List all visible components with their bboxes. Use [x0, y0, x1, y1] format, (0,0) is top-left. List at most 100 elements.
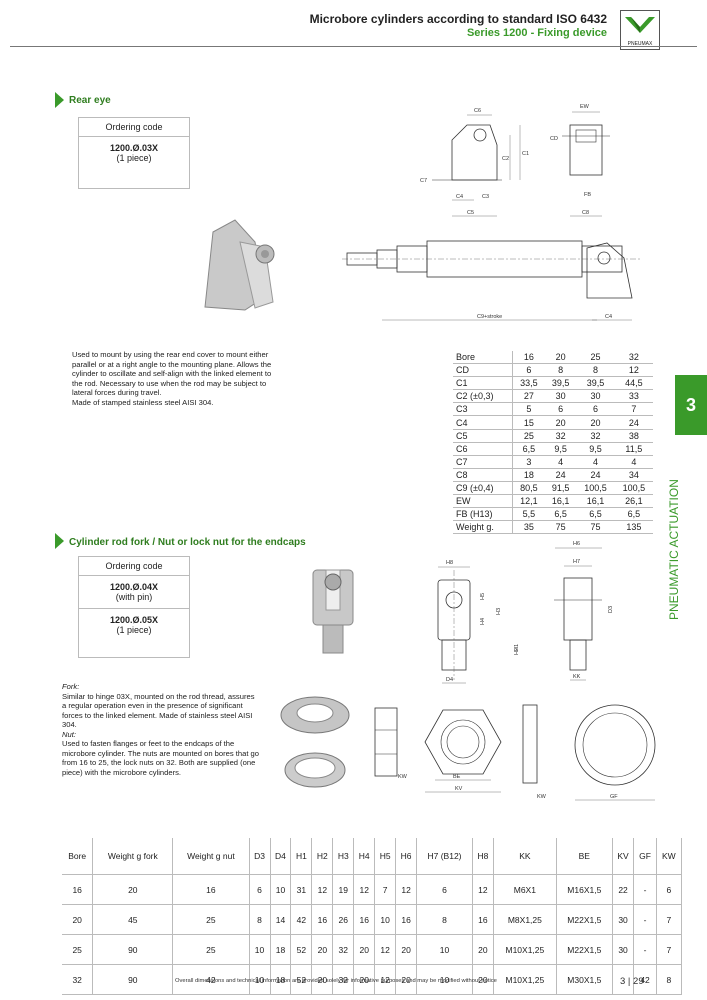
section-arrow-icon — [55, 533, 64, 549]
spec-cell: 20 — [544, 415, 577, 430]
spec-cell: 11,5 — [614, 442, 653, 456]
spec-cell: 6,5 — [544, 507, 577, 522]
dim-c5: C5 — [467, 210, 474, 216]
cylinder-assembly-drawing: C9+stroke C4 — [342, 240, 642, 321]
table-header-cell: H2 — [311, 838, 334, 875]
dim-c6: C6 — [474, 108, 481, 114]
spec-cell: C4 — [453, 415, 514, 430]
spec-cell: 24 — [544, 468, 577, 482]
table-cell: 6 — [249, 874, 271, 905]
spec-cell: 12 — [614, 363, 653, 378]
spec-cell: 4 — [614, 455, 653, 469]
dim-c9: C9+stroke — [477, 314, 502, 320]
table-cell: - — [633, 934, 657, 965]
spec-cell: 75 — [576, 520, 615, 535]
spec-cell: 15 — [512, 415, 545, 430]
spec-cell: 6 — [512, 363, 545, 378]
table-cell: M16X1,5 — [556, 874, 613, 905]
dim-gf: GF — [610, 794, 618, 800]
table-cell: 30 — [612, 934, 635, 965]
table-header-cell: H7 (B12) — [416, 838, 473, 875]
spec-cell: 100,5 — [576, 481, 615, 496]
table-header-cell: H8 — [472, 838, 494, 875]
dim-h2: H2 — [514, 648, 520, 655]
spec-cell: 16,1 — [544, 494, 577, 509]
logo-text: PNEUMAX — [628, 41, 653, 47]
fork-drawing-side: H6 H7 D3 KK — [554, 541, 614, 681]
spec-cell: 9,5 — [544, 442, 577, 456]
table-header-cell: Bore — [62, 838, 94, 875]
table-cell: 42 — [290, 904, 313, 935]
spec-cell: 44,5 — [614, 376, 653, 391]
dim-kk: KK — [573, 674, 581, 680]
dim-c7: C7 — [420, 178, 427, 184]
table-cell: 42 — [633, 964, 657, 995]
spec-cell: 100,5 — [614, 481, 653, 496]
dim-c3: C3 — [482, 194, 489, 200]
spec-cell: 25 — [512, 429, 545, 443]
table-cell: 10 — [416, 934, 473, 965]
dim-h5: H5 — [480, 593, 486, 600]
table-header-cell: Weight g nut — [172, 838, 250, 875]
dim-h4: H4 — [480, 618, 486, 625]
table-cell: 52 — [290, 934, 313, 965]
table-cell: 16 — [311, 904, 334, 935]
table-header-cell: H4 — [353, 838, 376, 875]
table-cell: 25 — [172, 934, 250, 965]
spec-cell: FB (H13) — [453, 507, 514, 522]
table-cell: 20 — [472, 934, 494, 965]
table-cell: 20 — [353, 934, 376, 965]
table-cell: 19 — [332, 874, 355, 905]
spec-cell: 12,1 — [512, 494, 545, 509]
table-cell: 20 — [395, 964, 418, 995]
spec-cell: 5 — [512, 402, 545, 417]
spec-cell: 3 — [512, 455, 545, 469]
fork-drawing-front: H8 D4 H3 H5 H4 H1 H2 — [437, 560, 520, 684]
ordering-box-rear: Ordering code 1200.Ø.03X (1 piece) — [78, 117, 190, 189]
table-cell: 26 — [332, 904, 355, 935]
dim-c8: C8 — [582, 210, 589, 216]
ordering-code-1: 1200.Ø.04X — [109, 582, 159, 592]
table-header-cell: BE — [556, 838, 613, 875]
spec-cell: 6,5 — [576, 507, 615, 522]
page-number: 3 | 29 — [620, 976, 644, 987]
table-cell: 90 — [92, 964, 174, 995]
spec-cell: C7 — [453, 455, 514, 469]
rear-eye-drawing: C6 C1 C2 C7 C4 C3 C5 EW CD FB C8 — [420, 104, 610, 217]
table-cell: 10 — [416, 964, 473, 995]
spec-cell: 75 — [544, 520, 577, 535]
table-cell: 10 — [249, 964, 271, 995]
spec-cell: Bore — [453, 351, 514, 365]
dim-kw-2: KW — [537, 794, 547, 800]
dim-h6: H6 — [573, 541, 580, 547]
table-header-cell: H6 — [395, 838, 418, 875]
spec-cell: 33,5 — [512, 376, 545, 391]
table-cell: 32 — [332, 934, 355, 965]
spec-cell: 6 — [544, 402, 577, 417]
table-cell: 18 — [270, 964, 292, 995]
table-cell: 20 — [395, 934, 418, 965]
spec-cell: 8 — [544, 363, 577, 378]
table-cell: 16 — [62, 874, 94, 905]
table-cell: M8X1,25 — [493, 904, 557, 935]
ordering-box-fork: Ordering code 1200.Ø.04X (with pin) 1200… — [78, 556, 190, 658]
spec-cell: 8 — [576, 363, 615, 378]
table-cell: 16 — [395, 904, 418, 935]
table-cell: - — [612, 964, 635, 995]
dim-h7: H7 — [573, 559, 580, 565]
spec-cell: 5,5 — [512, 507, 545, 522]
table-header-cell: Weight g fork — [92, 838, 174, 875]
rear-material-text: Made of stamped stainless steel AISI 304… — [72, 397, 214, 407]
rear-description-text: Used to mount by using the rear end cove… — [72, 350, 272, 397]
spec-cell: 16,1 — [576, 494, 615, 509]
table-cell: 31 — [290, 874, 313, 905]
spec-cell: C6 — [453, 442, 514, 456]
dim-h1: H1 — [514, 644, 520, 651]
table-cell: 12 — [472, 874, 494, 905]
nut-heading: Nut: — [62, 729, 76, 739]
